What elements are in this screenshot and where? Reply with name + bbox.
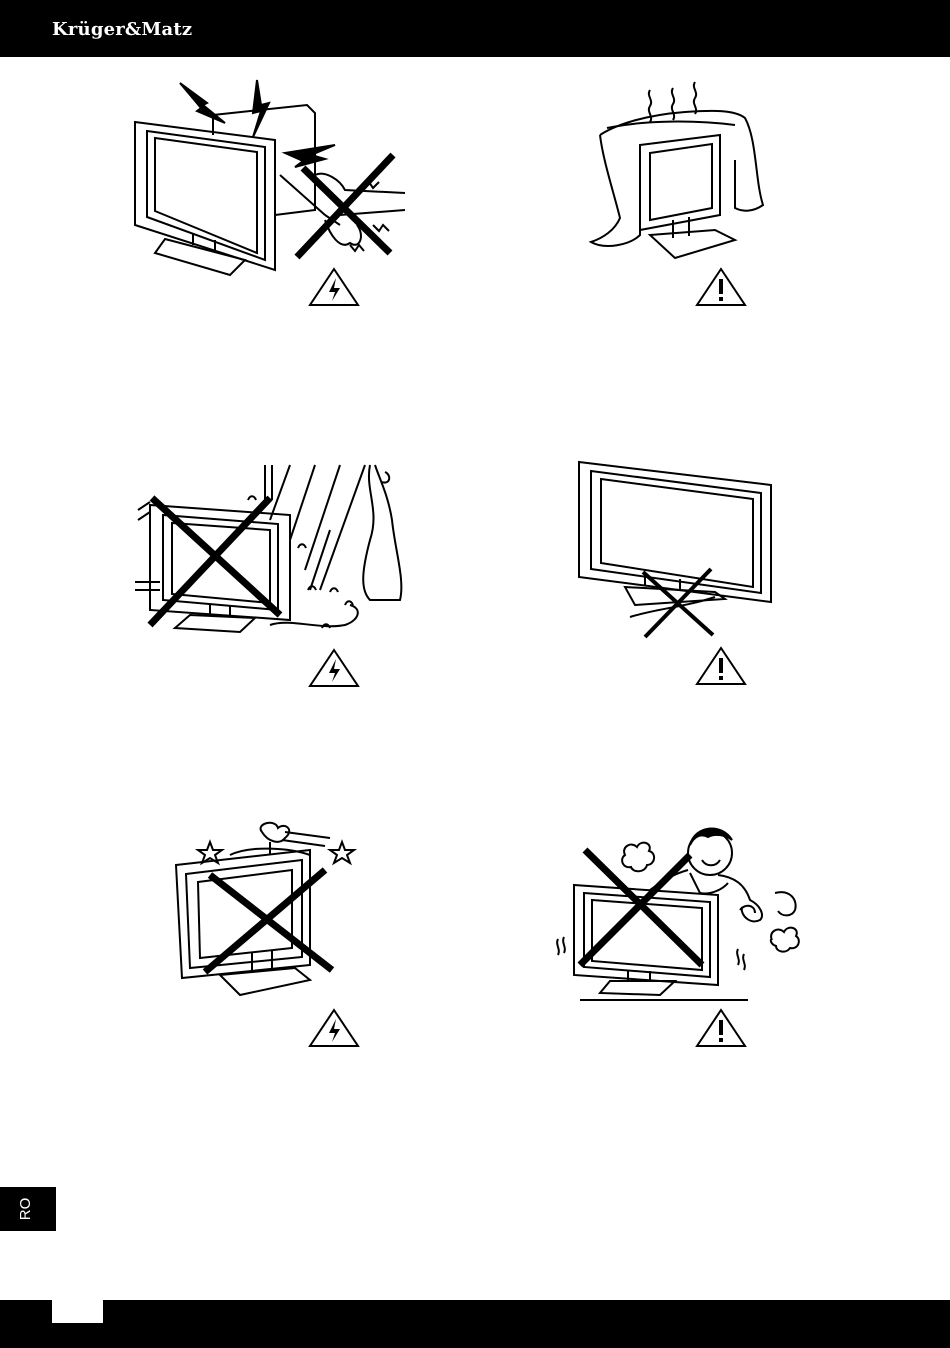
footer-bar xyxy=(0,1300,950,1348)
electric-shock-warning-icon xyxy=(308,648,360,688)
caution-exclamation-icon xyxy=(695,1008,747,1048)
rain-window-drawing xyxy=(130,460,420,640)
language-label: RO xyxy=(14,1197,38,1221)
illustration-antenna-lightning xyxy=(125,75,415,315)
header-bar: Krüger&Matz xyxy=(0,0,950,57)
covered-tv-drawing xyxy=(585,80,775,260)
electric-shock-warning-icon xyxy=(308,267,360,307)
power-cord-drawing xyxy=(575,457,780,642)
page-number-box xyxy=(52,1300,103,1323)
vase-on-top-drawing xyxy=(170,820,360,1005)
caution-exclamation-icon xyxy=(695,267,747,307)
illustration-power-cord-under-stand xyxy=(575,457,780,642)
child-climbing-drawing xyxy=(550,815,805,1005)
illustration-covered-tv-overheat xyxy=(585,80,775,260)
illustration-rain-window xyxy=(130,460,420,640)
antenna-lightning-drawing xyxy=(125,75,415,315)
brand-logo: Krüger&Matz xyxy=(52,18,192,42)
caution-exclamation-icon xyxy=(695,646,747,686)
illustration-child-climbing xyxy=(550,815,805,1005)
language-tab: RO xyxy=(0,1187,56,1231)
electric-shock-warning-icon xyxy=(308,1008,360,1048)
illustration-vase-on-top xyxy=(170,820,360,1005)
